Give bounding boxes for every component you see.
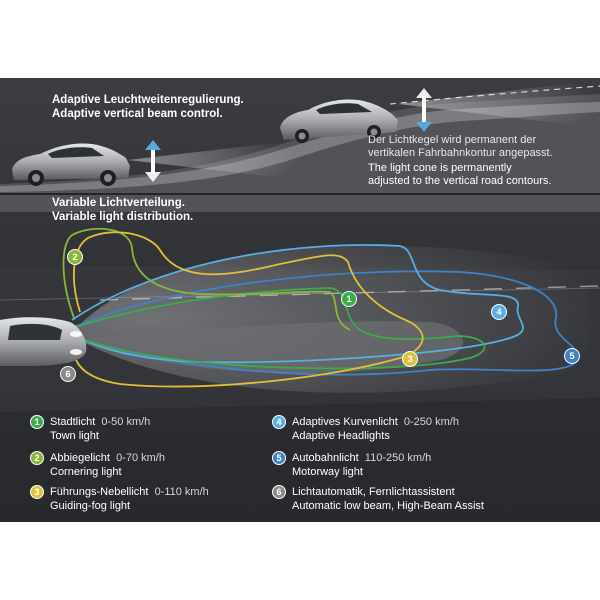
- car-lower-left: [12, 143, 130, 186]
- vertical-note-de-2: vertikalen Fahrbahnkontur angepasst.: [368, 147, 553, 159]
- vertical-title-de: Adaptive Leuchtweitenregulierung.: [52, 94, 244, 106]
- vertical-arrow-upper: [416, 88, 432, 132]
- legend-badge: 2: [30, 451, 44, 465]
- car-front: [0, 317, 87, 366]
- dark-panel: 1 2 3 4 5 6 Adaptive Leuchtweitenregulie…: [0, 78, 600, 522]
- distribution-title-en: Variable light distribution.: [52, 211, 194, 223]
- legend-badge: 1: [30, 415, 44, 429]
- vertical-note-en-1: The light cone is permanently: [368, 162, 512, 174]
- legend-item-motorway: 5 Autobahnlicht 110-250 km/h Motorway li…: [272, 451, 431, 479]
- map-badge-1: 1: [341, 291, 357, 307]
- legend-badge: 3: [30, 485, 44, 499]
- vertical-arrow-lower: [145, 140, 161, 182]
- legend-name: Adaptives Kurvenlicht: [292, 416, 398, 428]
- map-badge-3: 3: [402, 351, 418, 367]
- legend-item-fog: 3 Führungs-Nebellicht 0-110 km/h Guiding…: [30, 485, 209, 513]
- legend-speed: 0-250 km/h: [403, 416, 459, 428]
- map-badge-5: 5: [564, 348, 580, 364]
- beam-fog-3: [72, 231, 424, 388]
- legend-item-town: 1 Stadtlicht 0-50 km/h Town light: [30, 415, 150, 443]
- legend-english: Adaptive Headlights: [292, 430, 390, 442]
- legend-english: Automatic low beam, High-Beam Assist: [292, 500, 484, 512]
- beam-town-1: [71, 287, 486, 370]
- legend-speed: 0-110 km/h: [154, 486, 209, 498]
- lower-car-light-cone: [128, 140, 300, 180]
- beam-motorway-5: [71, 270, 579, 376]
- legend-english: Town light: [50, 430, 99, 442]
- legend-badge: 4: [272, 415, 286, 429]
- legend-badge: 5: [272, 451, 286, 465]
- legend-name: Führungs-Nebellicht: [50, 486, 149, 498]
- legend-speed: 110-250 km/h: [364, 452, 432, 464]
- legend-english: Cornering light: [50, 466, 122, 478]
- legend-english: Guiding-fog light: [50, 500, 131, 512]
- legend-item-adaptive: 4 Adaptives Kurvenlicht 0-250 km/h Adapt…: [272, 415, 459, 443]
- map-badge-6: 6: [60, 366, 76, 382]
- legend-speed: 0-50 km/h: [101, 416, 151, 428]
- legend-name: Autobahnlicht: [292, 452, 359, 464]
- beam-cornering-2: [62, 227, 351, 331]
- legend-name: Stadtlicht: [50, 416, 96, 428]
- map-badge-4: 4: [491, 304, 507, 320]
- vertical-title-en: Adaptive vertical beam control.: [52, 108, 223, 120]
- legend-english: Motorway light: [292, 466, 363, 478]
- vertical-note-de-1: Der Lichtkegel wird permanent der: [368, 134, 537, 146]
- distribution-title-de: Variable Lichtverteilung.: [52, 197, 185, 209]
- upper-car-light-cone: [398, 80, 600, 128]
- vertical-note-en-2: adjusted to the vertical road contours.: [368, 175, 552, 187]
- legend-speed: 0-70 km/h: [116, 452, 165, 464]
- legend-name: Abbiegelicht: [50, 452, 110, 464]
- map-badge-2: 2: [67, 249, 83, 265]
- legend-item-auto: 6 Lichtautomatik, Fernlichtassistent Aut…: [272, 485, 484, 513]
- legend-badge: 6: [272, 485, 286, 499]
- legend-name: Lichtautomatik, Fernlichtassistent: [292, 486, 455, 498]
- legend-item-cornering: 2 Abbiegelicht 0-70 km/h Cornering light: [30, 451, 165, 479]
- diagram-svg: [0, 80, 600, 412]
- car-upper-right: [280, 99, 398, 143]
